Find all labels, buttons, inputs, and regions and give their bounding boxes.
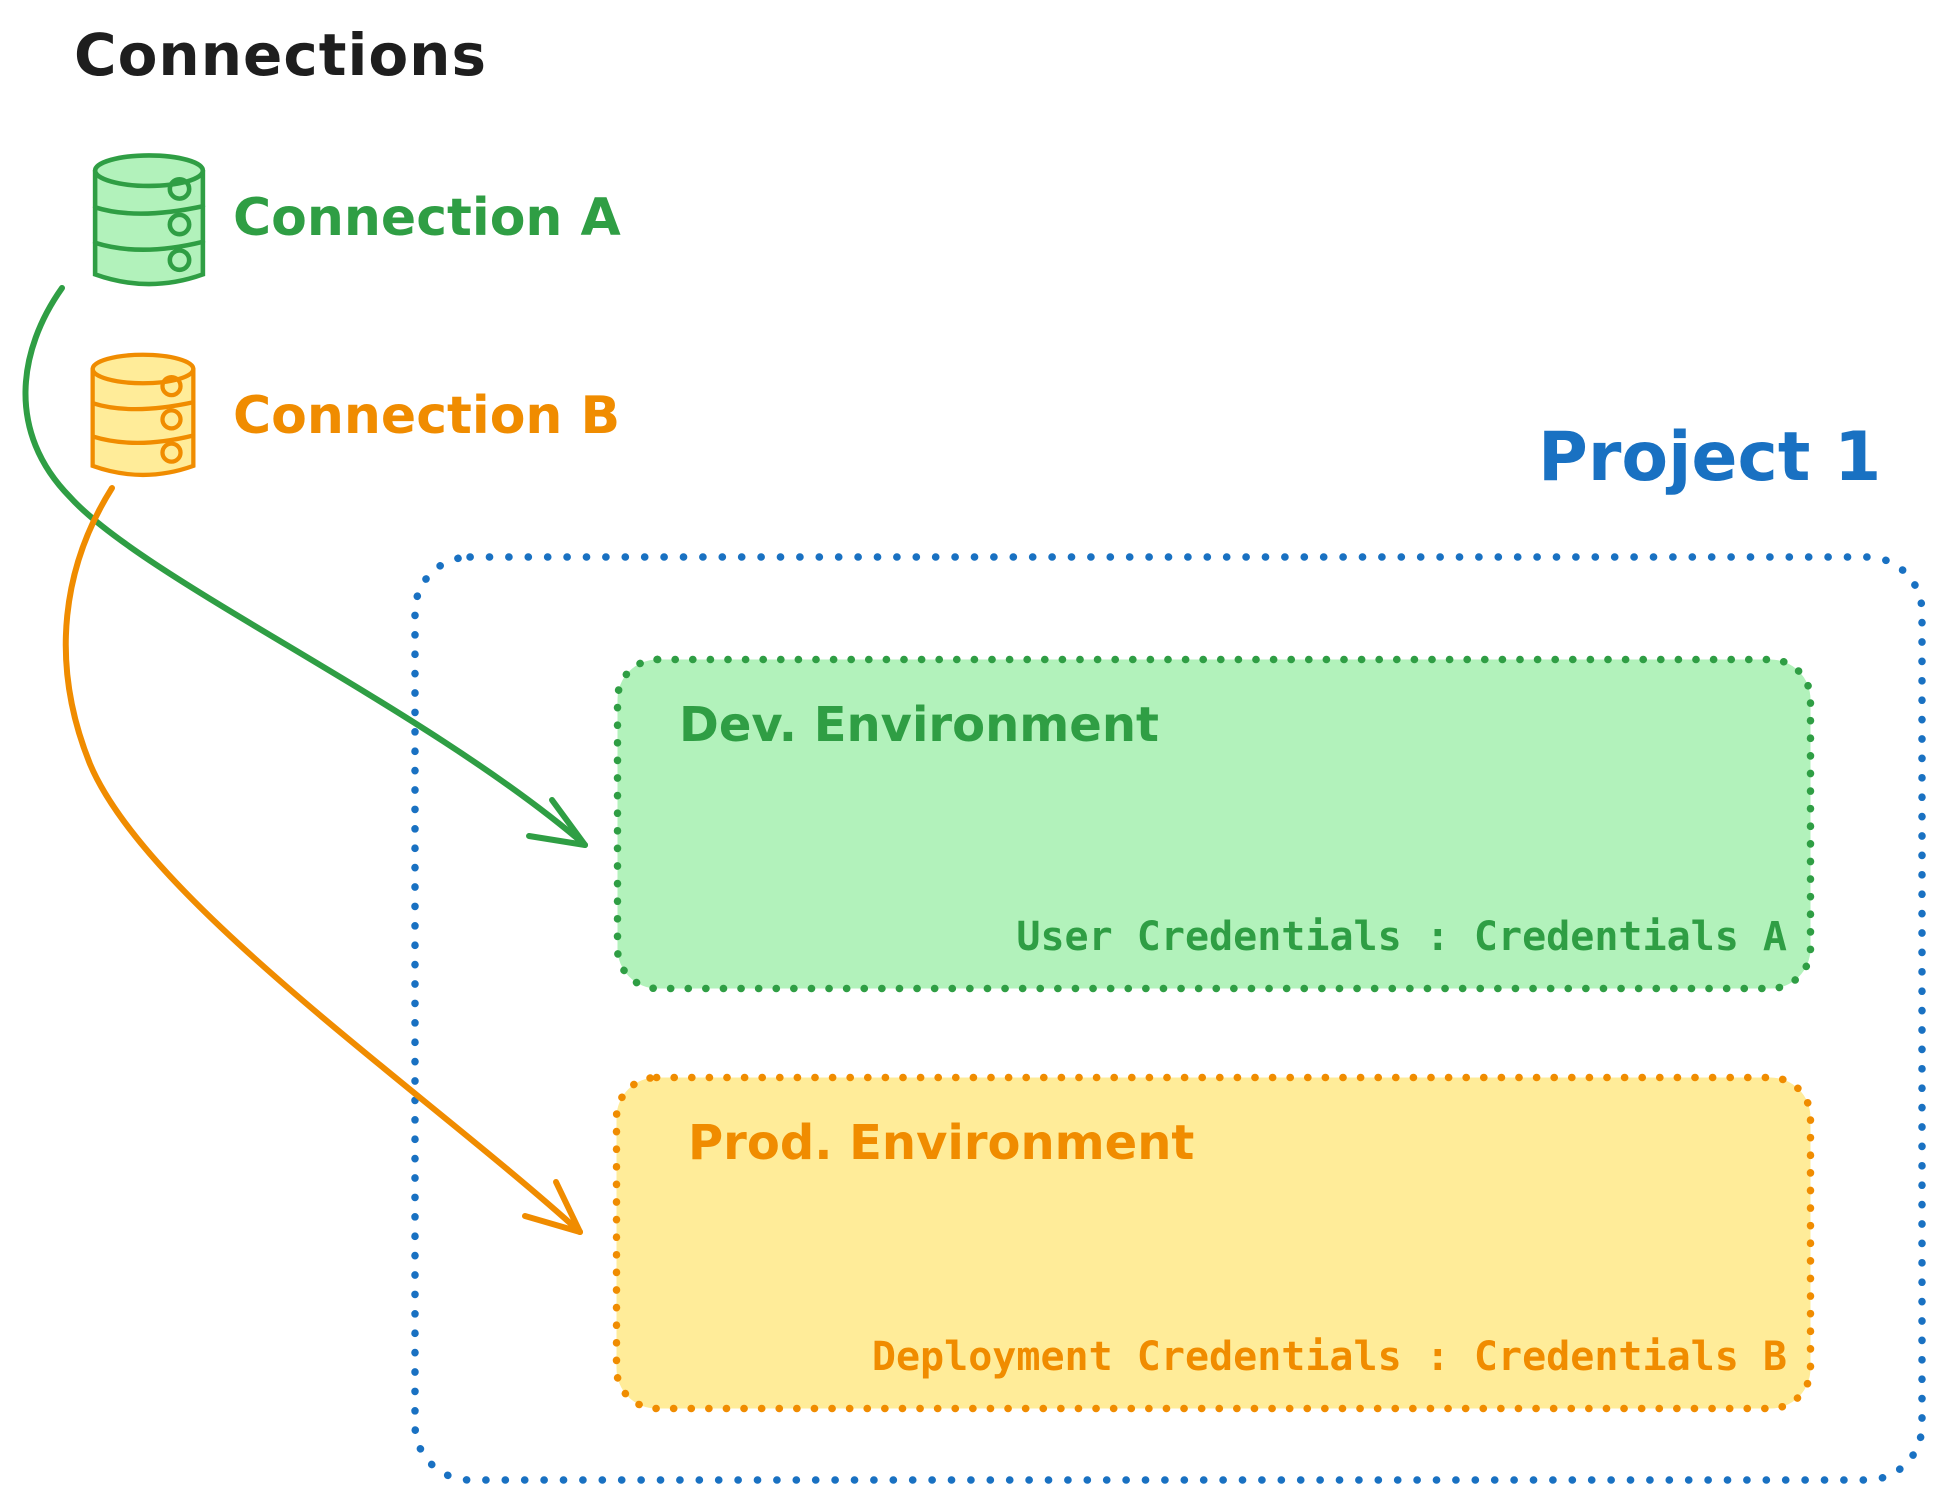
project-1-dotted-border	[411, 553, 1926, 1484]
connection-a-label: Connection A	[233, 188, 621, 248]
connection-b-database-icon	[90, 352, 196, 477]
prod-environment-title: Prod. Environment	[688, 1115, 1195, 1171]
prod-environment-box: Prod. Environment Deployment Credentials…	[612, 1073, 1815, 1413]
connection-a-database-icon	[92, 153, 206, 287]
dev-environment-credentials: User Credentials : Credentials A	[1016, 914, 1787, 960]
prod-environment-dotted-border	[612, 1073, 1815, 1413]
dev-environment-title: Dev. Environment	[679, 697, 1159, 753]
connections-title: Connections	[74, 21, 487, 89]
project-1-container	[410, 552, 1927, 1485]
dev-environment-box: Dev. Environment User Credentials : Cred…	[613, 655, 1815, 993]
project-title: Project 1	[1538, 418, 1882, 497]
connection-b-label: Connection B	[233, 386, 621, 446]
prod-environment-credentials: Deployment Credentials : Credentials B	[871, 1334, 1787, 1380]
dev-environment-dotted-border	[613, 655, 1815, 993]
